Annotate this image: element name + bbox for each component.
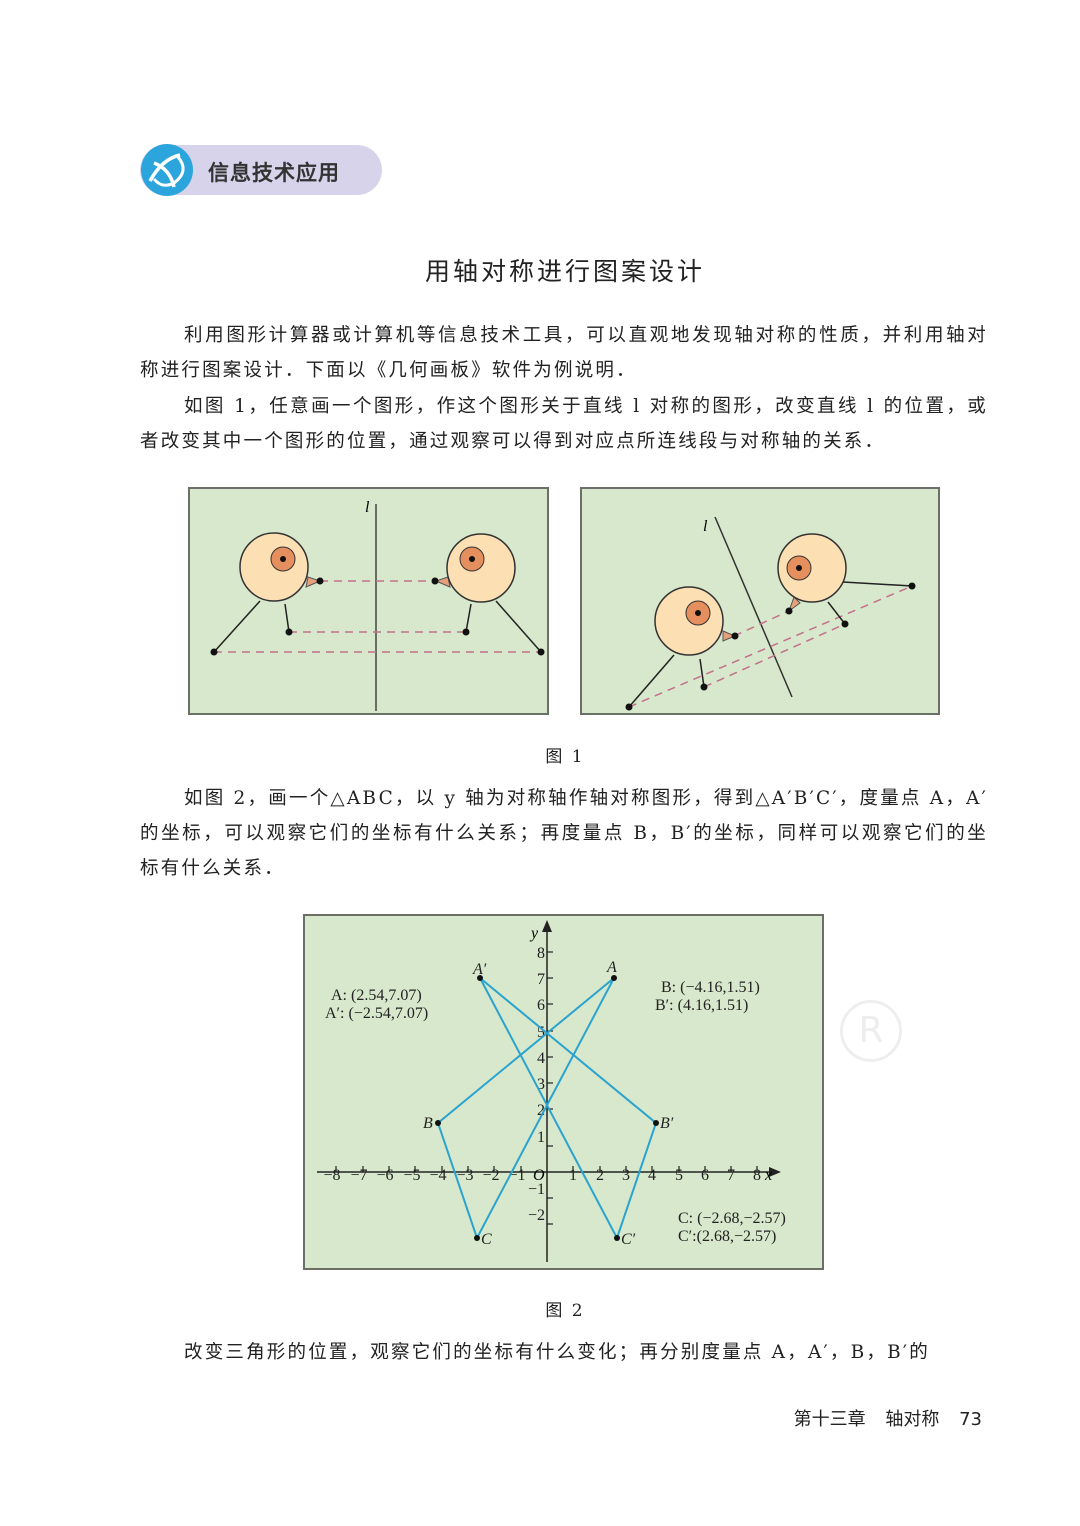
svg-text:3: 3 — [537, 1076, 545, 1093]
label-B-prime-coords: B′: (4.16,1.51) — [655, 997, 748, 1014]
svg-text:3: 3 — [622, 1167, 630, 1184]
figure1-panel-left: l — [188, 487, 549, 715]
figure1-left-drawing: l — [210, 499, 545, 711]
svg-text:C′: C′ — [621, 1231, 636, 1248]
info-tech-logo-icon — [141, 144, 193, 196]
label-C-coords: C: (−2.68,−2.57) — [678, 1210, 786, 1227]
svg-text:O: O — [533, 1167, 545, 1184]
page-title: 用轴对称进行图案设计 — [424, 257, 705, 286]
paragraph-figure2: 如图 2，画一个△ABC，以 y 轴为对称轴作轴对称图形，得到△A′B′C′，度… — [140, 788, 988, 879]
svg-text:2: 2 — [596, 1167, 604, 1184]
paragraph-intro: 利用图形计算器或计算机等信息技术工具，可以直观地发现轴对称的性质，并利用轴对称进… — [140, 325, 988, 381]
svg-text:5: 5 — [675, 1167, 683, 1184]
footer-chapter: 第十三章 — [793, 1409, 866, 1430]
svg-text:7: 7 — [537, 971, 545, 988]
svg-text:8: 8 — [753, 1167, 761, 1184]
svg-text:6: 6 — [701, 1167, 709, 1184]
coordinate-plot: −8 −7 −6 −5 −4 −3 −2 −1 1 2 3 4 5 6 7 8 8 7 6 5 4 3 2 1… — [317, 920, 786, 1262]
svg-text:7: 7 — [727, 1167, 735, 1184]
page-number: 73 — [959, 1409, 982, 1430]
figure1-caption: 图 1 — [545, 747, 585, 767]
svg-text:1: 1 — [537, 1129, 545, 1146]
svg-text:B: B — [423, 1115, 433, 1132]
label-A-coords: A: (2.54,7.07) — [331, 987, 422, 1004]
svg-text:x: x — [764, 1167, 772, 1184]
label-C-prime-coords: C′:(2.68,−2.57) — [678, 1228, 776, 1245]
page-footer: 第十三章 轴对称 73 — [780, 1405, 982, 1431]
svg-text:4: 4 — [648, 1167, 656, 1184]
svg-text:8: 8 — [537, 945, 545, 962]
svg-text:5: 5 — [537, 1024, 545, 1041]
svg-text:y: y — [529, 925, 539, 942]
label-B-coords: B: (−4.16,1.51) — [661, 979, 760, 996]
footer-section: 轴对称 — [885, 1409, 940, 1430]
svg-text:−4: −4 — [429, 1167, 446, 1184]
svg-text:C: C — [481, 1231, 492, 1248]
svg-text:B′: B′ — [660, 1115, 674, 1132]
paragraph-continue: 改变三角形的位置，观察它们的坐标有什么变化；再分别度量点 A，A′，B，B′的 — [184, 1342, 930, 1363]
axis-l-label: l — [365, 499, 370, 516]
registered-watermark-icon: R — [840, 1000, 902, 1062]
svg-text:−8: −8 — [323, 1167, 340, 1184]
figure1-right-drawing: l — [625, 516, 916, 711]
svg-text:1: 1 — [569, 1167, 577, 1184]
svg-text:−2: −2 — [482, 1167, 499, 1184]
svg-text:6: 6 — [537, 997, 545, 1014]
svg-text:2: 2 — [537, 1102, 545, 1119]
figure1-panel-right: l — [580, 487, 940, 715]
svg-text:A′: A′ — [472, 961, 487, 978]
section-badge-label: 信息技术应用 — [208, 161, 340, 185]
axis-l-label: l — [703, 518, 708, 535]
paragraph-figure1: 如图 1，任意画一个图形，作这个图形关于直线 l 对称的图形，改变直线 l 的位… — [140, 396, 988, 452]
figure2-caption: 图 2 — [545, 1301, 585, 1321]
svg-text:−2: −2 — [528, 1207, 545, 1224]
label-A-prime-coords: A′: (−2.54,7.07) — [325, 1005, 428, 1022]
svg-text:A: A — [606, 959, 617, 976]
figure2-chart: −8 −7 −6 −5 −4 −3 −2 −1 1 2 3 4 5 6 7 8 8 7 6 5 4 3 2 1… — [303, 914, 824, 1270]
svg-text:−3: −3 — [456, 1167, 473, 1184]
svg-text:−5: −5 — [403, 1167, 420, 1184]
svg-text:−7: −7 — [350, 1167, 367, 1184]
svg-text:−1: −1 — [528, 1181, 545, 1198]
svg-text:4: 4 — [537, 1050, 545, 1067]
svg-text:−6: −6 — [376, 1167, 393, 1184]
